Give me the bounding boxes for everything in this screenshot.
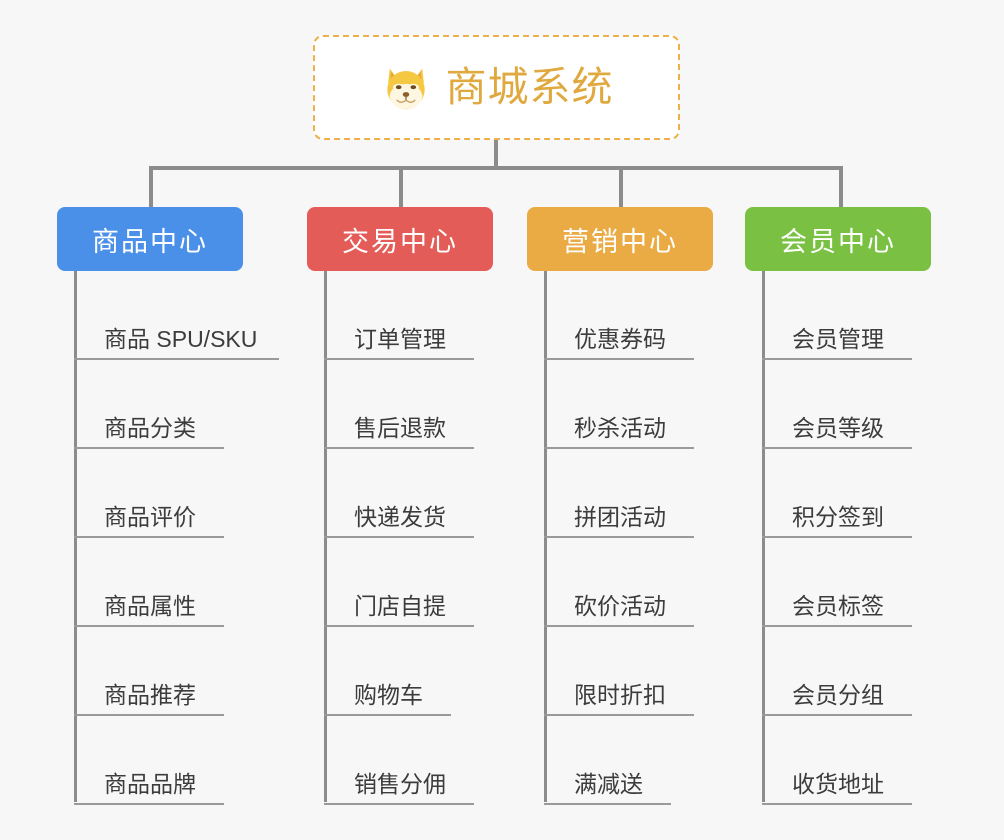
connector-horizontal-bus <box>149 166 843 170</box>
leaf-label: 订单管理 <box>354 325 446 352</box>
leaf-label: 会员管理 <box>792 325 884 352</box>
shiba-dog-face-icon <box>386 68 425 110</box>
leaf-label: 会员分组 <box>792 681 884 708</box>
leaf-underline <box>74 803 224 805</box>
leaf-underline <box>544 536 694 538</box>
leaf-label: 拼团活动 <box>574 503 666 530</box>
leaf-underline <box>544 714 694 716</box>
leaf-underline <box>762 536 912 538</box>
leaf-label: 砍价活动 <box>574 592 666 619</box>
category-header-member-center[interactable]: 会员中心 <box>745 207 931 271</box>
leaf-underline <box>324 358 474 360</box>
connector-drop-member-center <box>839 166 843 207</box>
category-label: 会员中心 <box>780 226 896 257</box>
category-header-trade-center[interactable]: 交易中心 <box>307 207 493 271</box>
root-title: 商城系统 <box>445 64 614 110</box>
leaf-label: 会员标签 <box>792 592 884 619</box>
leaf-label: 秒杀活动 <box>574 414 666 441</box>
leaf-label: 商品 SPU/SKU <box>104 325 258 352</box>
leaf-label: 满减送 <box>574 770 643 797</box>
leaf-label: 优惠券码 <box>574 325 666 352</box>
connector-root-stem <box>494 140 498 170</box>
leaf-underline <box>324 447 474 449</box>
leaf-underline <box>324 536 474 538</box>
category-label: 交易中心 <box>342 226 458 257</box>
leaf-underline <box>74 625 224 627</box>
leaf-label: 商品分类 <box>104 414 196 441</box>
connector-drop-marketing-center <box>619 166 623 207</box>
category-header-product-center[interactable]: 商品中心 <box>57 207 243 271</box>
leaf-underline <box>544 447 694 449</box>
leaf-label: 购物车 <box>354 681 423 708</box>
leaf-underline <box>544 803 671 805</box>
connector-drop-product-center <box>149 166 153 207</box>
leaf-underline <box>74 714 224 716</box>
leaf-label: 积分签到 <box>792 503 884 530</box>
leaf-underline <box>324 625 474 627</box>
leaf-label: 门店自提 <box>354 592 446 619</box>
leaf-underline <box>762 447 912 449</box>
leaf-underline <box>762 803 912 805</box>
leaf-label: 会员等级 <box>792 414 884 441</box>
leaf-underline <box>324 714 451 716</box>
leaf-underline <box>74 447 224 449</box>
root-node-商城系统[interactable]: 商城系统 <box>313 35 680 140</box>
leaf-label: 商品推荐 <box>104 681 196 708</box>
leaf-label: 收货地址 <box>792 770 884 797</box>
leaf-label: 销售分佣 <box>354 770 446 797</box>
leaf-label: 商品属性 <box>104 592 196 619</box>
category-label: 营销中心 <box>562 226 678 257</box>
leaf-label: 快递发货 <box>354 503 446 530</box>
leaf-underline <box>762 714 912 716</box>
leaf-underline <box>544 358 694 360</box>
leaf-underline <box>762 358 912 360</box>
leaf-underline <box>74 358 279 360</box>
leaf-label: 限时折扣 <box>574 681 666 708</box>
category-label: 商品中心 <box>92 226 208 257</box>
leaf-underline <box>324 803 474 805</box>
leaf-underline <box>74 536 224 538</box>
leaf-label: 商品评价 <box>104 503 196 530</box>
leaf-underline <box>544 625 694 627</box>
connector-drop-trade-center <box>399 166 403 207</box>
leaf-underline <box>762 625 912 627</box>
leaf-label: 售后退款 <box>354 414 446 441</box>
category-header-marketing-center[interactable]: 营销中心 <box>527 207 713 271</box>
leaf-label: 商品品牌 <box>104 770 196 797</box>
